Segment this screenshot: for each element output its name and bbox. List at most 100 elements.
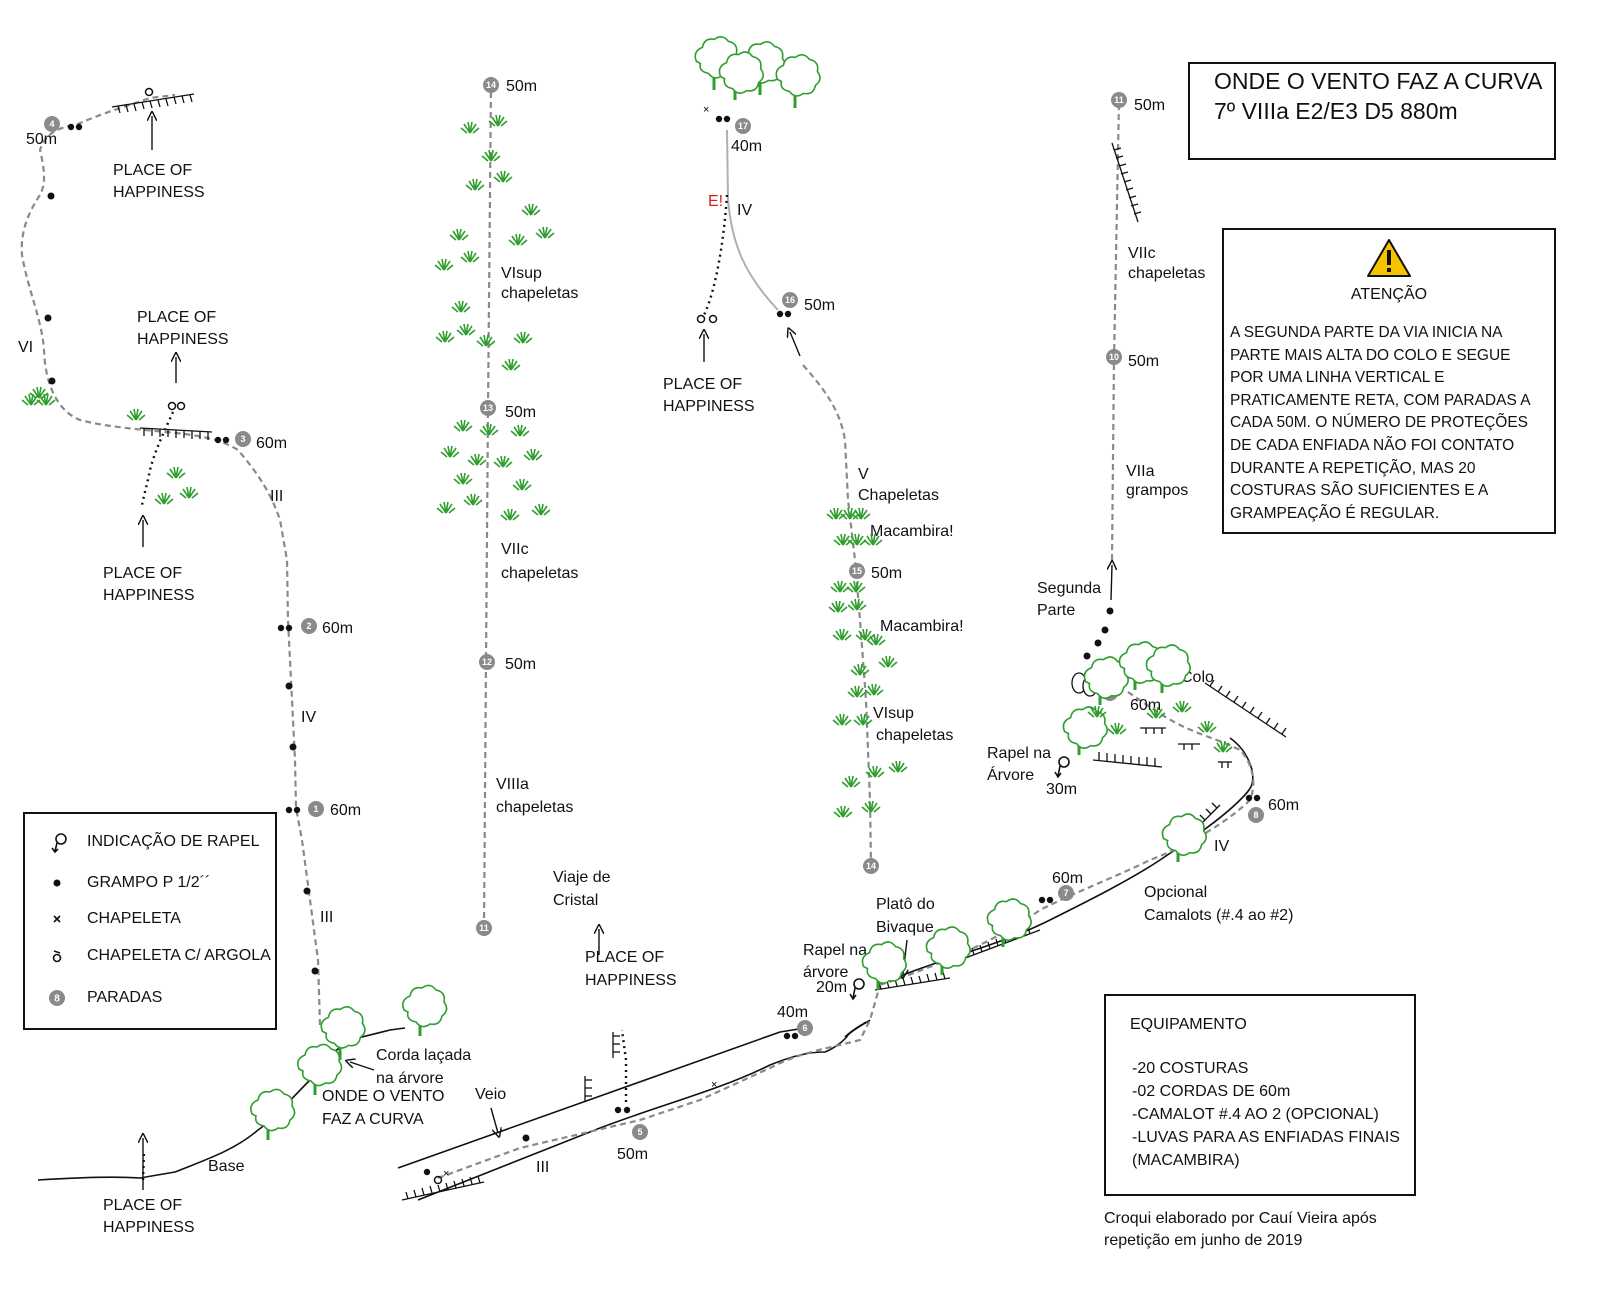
tree-icon — [402, 984, 448, 1036]
grass-tuft-icon — [851, 507, 871, 520]
pitch-length-17: 40m — [731, 138, 762, 155]
svg-text:HAPPINESS: HAPPINESS — [585, 972, 677, 989]
warning-body: A SEGUNDA PARTE DA VIA INICIA NA PARTE M… — [1230, 324, 1530, 522]
label-place-of-happiness: PLACE OF HAPPINESS — [113, 162, 205, 201]
belay-station-4: 4 — [44, 116, 60, 132]
pitch-length-1: 60m — [330, 802, 361, 819]
label-place-of-happiness: PLACE OF HAPPINESS — [103, 565, 195, 604]
svg-text:chapeletas: chapeletas — [501, 285, 578, 302]
svg-text:Rapel na: Rapel na — [987, 745, 1051, 762]
grass-tuft-icon — [453, 472, 473, 485]
grade-viic-chapeletas: VIIc chapeletas — [501, 541, 578, 582]
svg-text:VIsup: VIsup — [501, 265, 542, 282]
equipment-item: -CAMALOT #.4 AO 2 (OPCIONAL) — [1132, 1106, 1379, 1123]
tree-icon — [775, 54, 821, 108]
svg-text:chapeletas: chapeletas — [496, 799, 573, 816]
pitch-length-3: 60m — [256, 435, 287, 452]
pitch-length-12: 50m — [505, 656, 536, 673]
belay-station-8: 8 — [1248, 807, 1264, 823]
ledge-right-column — [1111, 142, 1142, 223]
svg-text:VIIa: VIIa — [1126, 463, 1155, 480]
grass-tuft-icon — [878, 655, 898, 668]
pitch-length-7: 60m — [1052, 870, 1083, 887]
route-line-top — [726, 129, 779, 311]
svg-text:Camalots (#.4 ao #2): Camalots (#.4 ao #2) — [1144, 907, 1293, 924]
grass-tuft-icon — [1197, 720, 1217, 733]
ground-line-base — [37, 1027, 406, 1181]
svg-text:6: 6 — [802, 1023, 807, 1033]
route-line-column2 — [482, 84, 493, 929]
svg-text:VIIc: VIIc — [501, 541, 529, 558]
grass-tuft-icon — [481, 149, 501, 162]
label-macambira: Macambira! — [880, 618, 964, 635]
tree-icon — [297, 1043, 343, 1095]
route-name: ONDE O VENTO FAZ A CURVA — [1214, 68, 1543, 94]
grass-tuft-icon — [1146, 706, 1166, 719]
grass-tuft-icon — [463, 493, 483, 506]
svg-text:Cristal: Cristal — [553, 892, 598, 909]
equipment-item: -02 CORDAS DE 60m — [1132, 1083, 1291, 1100]
grade-label: VI — [18, 339, 33, 356]
svg-text:16: 16 — [785, 295, 795, 305]
route-line-column3 — [802, 364, 873, 867]
svg-text:chapeletas: chapeletas — [501, 565, 578, 582]
grass-tuft-icon — [154, 492, 174, 505]
dotted-variant-line — [620, 1029, 628, 1102]
route-line-column4 — [1110, 99, 1121, 561]
grade-visup-chapeletas: VIsup chapeletas — [873, 705, 953, 744]
svg-text:PLACE OF: PLACE OF — [585, 949, 664, 966]
grade-label: III — [320, 909, 333, 926]
grade-viiia-chapeletas: VIIIa chapeletas — [496, 776, 573, 816]
arrow-icon — [350, 1062, 375, 1071]
svg-text:PLACE OF: PLACE OF — [103, 565, 182, 582]
grass-tuft-icon — [1213, 740, 1233, 753]
svg-text:HAPPINESS: HAPPINESS — [103, 587, 195, 604]
warning-box: ATENÇÃO A SEGUNDA PARTE DA VIA INICIA NA… — [1222, 228, 1556, 534]
svg-text:chapeletas: chapeletas — [876, 727, 953, 744]
label-rapel-na-arvore: Rapel na árvore 20m — [803, 942, 867, 996]
svg-text:VIIIa: VIIIa — [496, 776, 529, 793]
pitch-length-14: 50m — [506, 78, 537, 95]
grass-tuft-icon — [866, 633, 886, 646]
ring-hanger-icon — [144, 87, 186, 411]
grass-tuft-icon — [453, 419, 473, 432]
belay-station-17: 17 — [735, 118, 751, 134]
label-plato-do-bivaque: Platô do Bivaque — [876, 896, 935, 936]
belay-station-16: 16 — [782, 292, 798, 308]
svg-text:Platô do: Platô do — [876, 896, 935, 913]
tree-icon — [986, 898, 1032, 947]
svg-text:8: 8 — [1253, 810, 1258, 820]
pitch-length-4: 50m — [26, 131, 57, 148]
svg-text:PLACE OF: PLACE OF — [103, 1197, 182, 1214]
grass-tuft-icon — [510, 424, 530, 437]
grass-tuft-icon — [166, 466, 186, 479]
svg-text:Corda laçada: Corda laçada — [376, 1047, 471, 1064]
ledge-small — [584, 1032, 620, 1102]
legend-item-rappel: INDICAÇÃO DE RAPEL — [25, 830, 275, 854]
belay-station-2: 2 — [301, 618, 317, 634]
grass-tuft-icon — [847, 598, 867, 611]
grass-tuft-icon — [434, 258, 454, 271]
grass-tuft-icon — [841, 775, 861, 788]
tree-icon — [1161, 813, 1207, 862]
warning-heading: ATENÇÃO — [1350, 286, 1428, 303]
svg-text:11: 11 — [1114, 95, 1124, 105]
svg-text:Viaje de: Viaje de — [553, 869, 611, 886]
belay-station-3: 3 — [235, 431, 251, 447]
svg-text:1: 1 — [313, 804, 318, 814]
svg-text:Chapeletas: Chapeletas — [858, 487, 939, 504]
arrow-up-icon — [1111, 565, 1112, 601]
belay-station-11-top: 11 — [1111, 92, 1127, 108]
svg-text:10: 10 — [1109, 352, 1119, 362]
ledge-lower-slab — [401, 1175, 485, 1201]
label-place-of-happiness: PLACE OF HAPPINESS — [137, 309, 229, 348]
grass-tuft-icon — [479, 423, 499, 436]
svg-text:Parte: Parte — [1037, 602, 1075, 619]
svg-text:VIsup: VIsup — [873, 705, 914, 722]
pitch-length-15: 50m — [871, 565, 902, 582]
grass-tuft-icon — [861, 800, 881, 813]
label-place-of-happiness: PLACE OF HAPPINESS — [663, 376, 755, 415]
svg-text:HAPPINESS: HAPPINESS — [663, 398, 755, 415]
grade-v-chapeletas: V Chapeletas — [858, 466, 939, 504]
grass-tuft-icon — [493, 455, 513, 468]
